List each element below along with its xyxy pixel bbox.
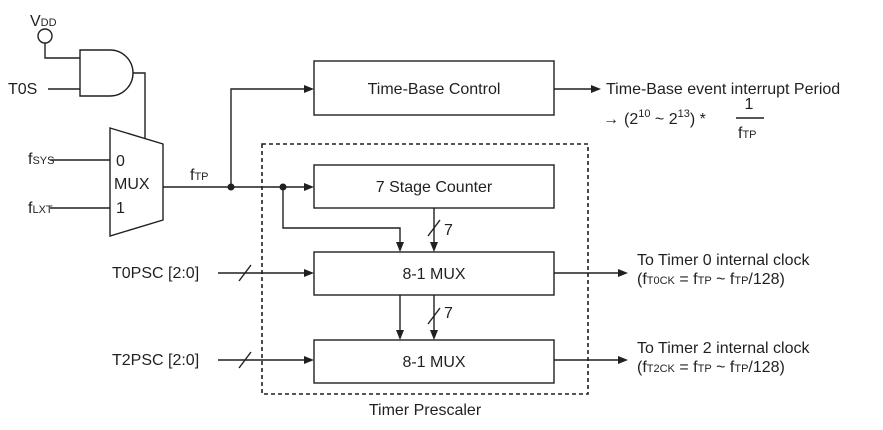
t2psc-arrowhead [304,356,314,364]
stage-counter-label: 7 Stage Counter [376,179,493,196]
mux-label: MUX [114,176,150,193]
stage-counter-box [313,164,555,209]
fsys-label: fSYS [28,151,54,168]
time-base-output-label: Time-Base event interrupt Period [606,81,840,98]
mux-input-1: 1 [116,200,125,217]
mux2-box [313,339,555,384]
counter-tap-wire [282,187,401,244]
timer2-output-arrowhead [618,356,628,364]
bus7-slash-1 [427,219,441,237]
timer2-output-formula: (fT2CK = fTP ~ fTP/128) [637,359,785,376]
t0psc-bus-slash [238,264,252,282]
time-base-output-arrowhead [591,85,601,93]
timebase-arrowhead [304,85,314,93]
vdd-label: VDD [30,13,57,30]
bus7-slash-2 [427,307,441,325]
t0psc-arrowhead [304,269,314,277]
timer0-output-label: To Timer 0 internal clock [637,252,811,269]
time-base-control-label: Time-Base Control [368,81,501,98]
t0s-label: T0S [8,81,37,98]
period-formula: (210 ~ 213) * [624,108,706,128]
flxt-label: fLXT [28,200,53,217]
mux2-label: 8-1 MUX [402,354,465,371]
vdd-terminal [37,28,53,44]
timer-prescaler-label: Timer Prescaler [369,402,482,419]
and-gate [79,49,134,97]
timer0-output-arrowhead [618,269,628,277]
timer2-output-label: To Timer 2 internal clock [637,340,811,357]
vdd-wire [44,43,80,59]
formula-numerator: 1 [745,96,754,113]
bus-width-label-2: 7 [444,305,453,322]
clock-mux [109,127,164,237]
formula-denominator: fTP [738,125,757,142]
bus7-arrowhead-2 [430,330,438,340]
bus-width-label-1: 7 [444,222,453,239]
timer0-output-formula: (fT0CK = fTP ~ fTP/128) [637,271,785,288]
time-base-control-box [313,60,555,116]
mux1-to-mux2-arrowhead [396,330,404,340]
t2psc-bus-slash [238,351,252,369]
timer-prescaler-boundary [261,143,589,395]
t2psc-label: T2PSC [2:0] [112,352,199,369]
counter-tap-arrowhead [396,242,404,252]
t0psc-label: T0PSC [2:0] [112,265,199,282]
mux-input-0: 0 [116,153,125,170]
ftp-label: fTP [190,167,209,184]
ftp-arrowhead [304,183,314,191]
bus7-arrowhead-1 [430,242,438,252]
timebase-wire [230,88,306,187]
and-gate-output-wire [133,72,146,142]
mux1-label: 8-1 MUX [402,266,465,283]
formula-arrow: → [603,111,619,128]
